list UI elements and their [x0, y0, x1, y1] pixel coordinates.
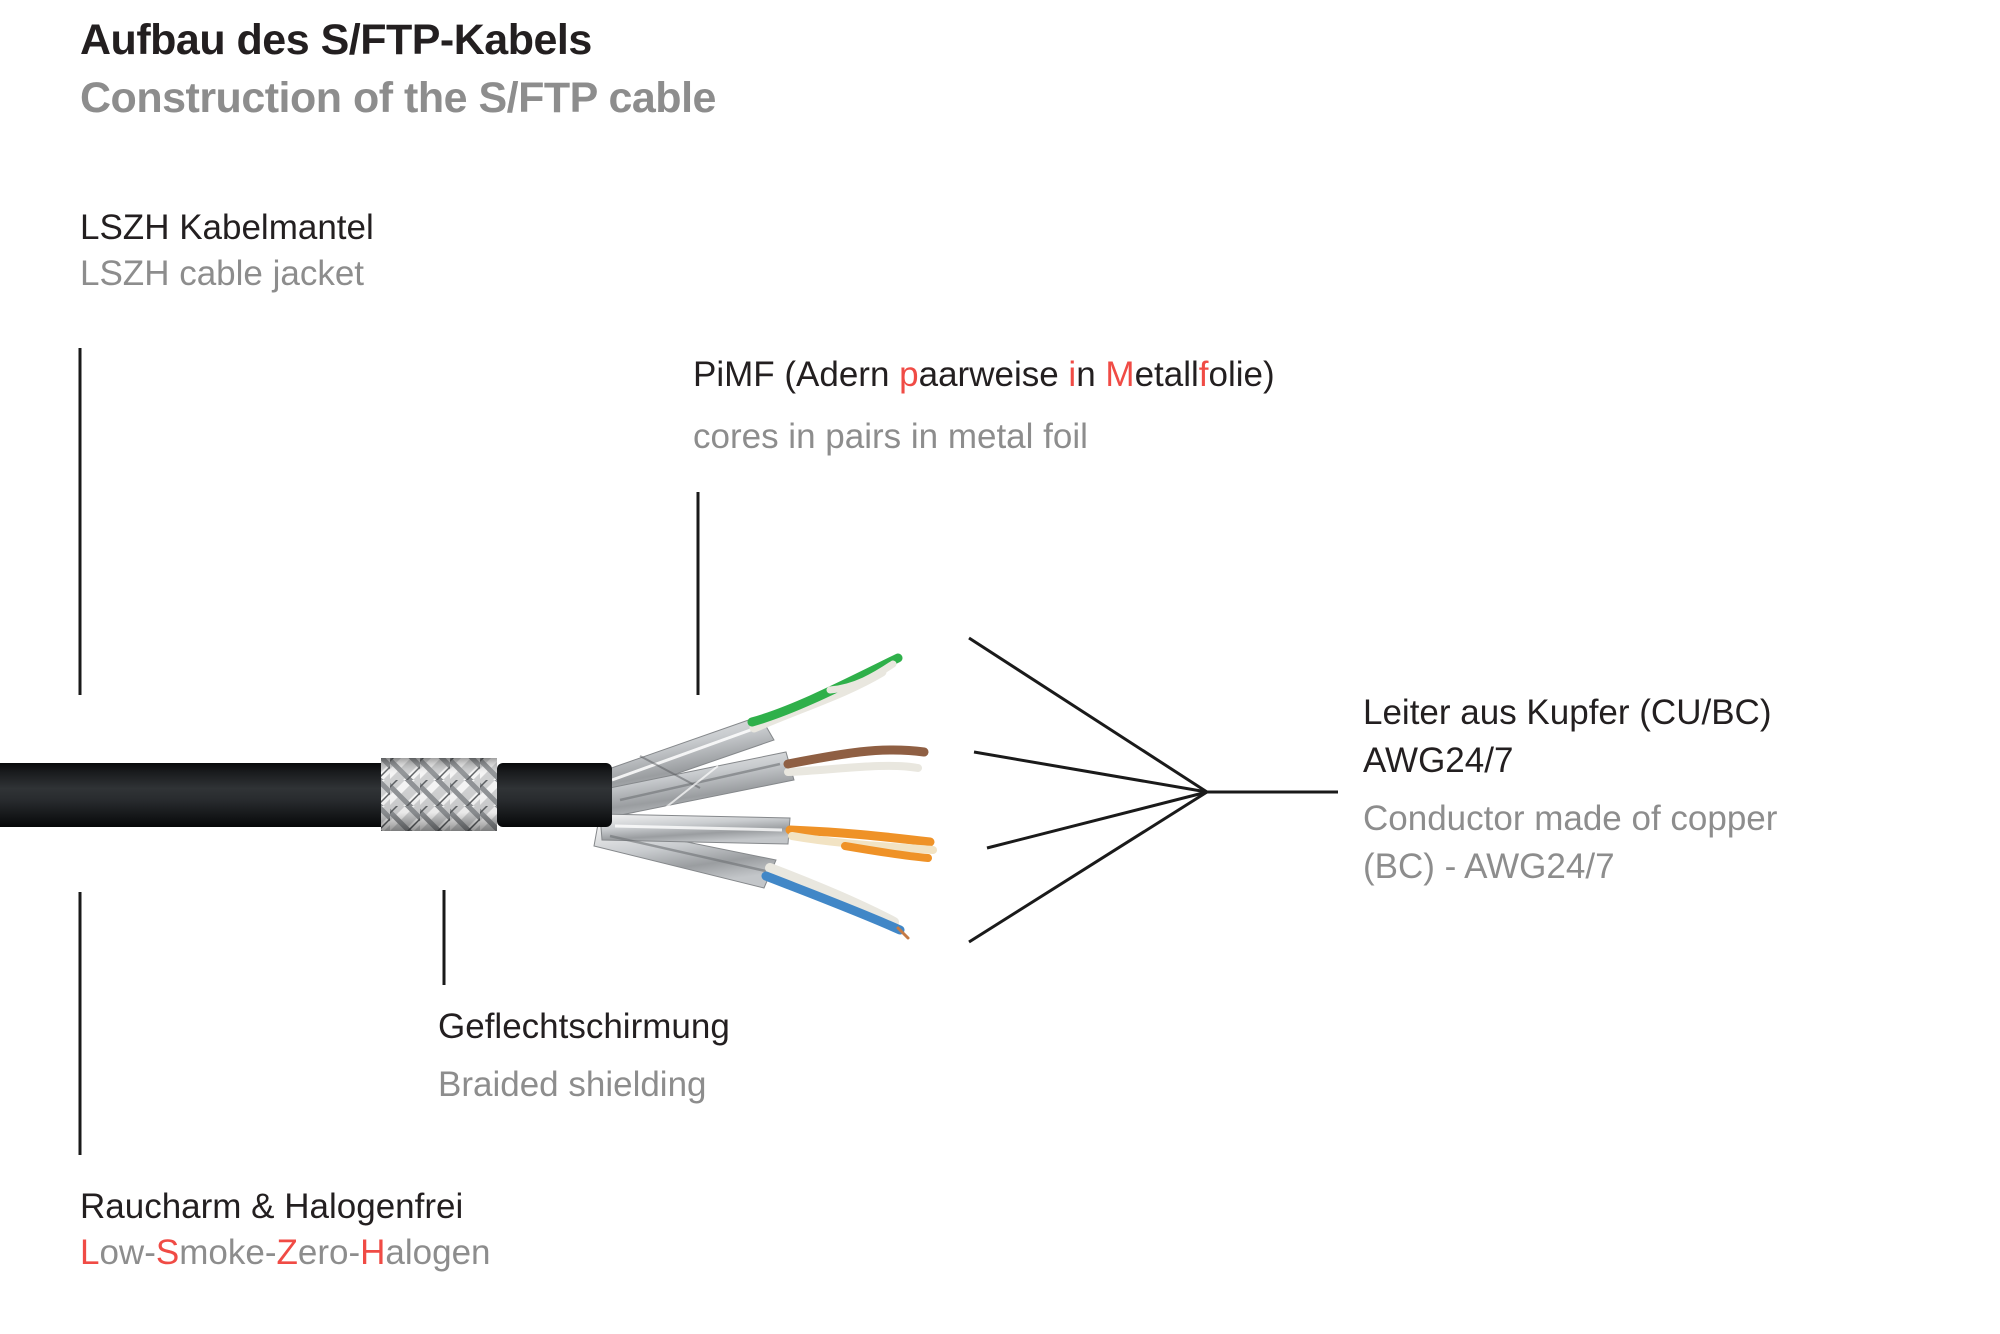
label-conductor-en-line2: (BC) - AWG24/7 [1363, 847, 1615, 886]
label-halogen-de: Raucharm & Halogenfrei [80, 1187, 464, 1226]
wire-pair-brown [783, 745, 929, 776]
label-conductor-de-line1: Leiter aus Kupfer (CU/BC) [1363, 693, 1772, 732]
page-subtitle: Construction of the S/FTP cable [80, 74, 716, 122]
label-jacket-en: LSZH cable jacket [80, 254, 365, 293]
wire-pair-orange [785, 825, 937, 862]
label-pimf-en: cores in pairs in metal foil [693, 417, 1088, 456]
foil-wrapped-pairs [593, 715, 795, 889]
label-halogen-en: Low-Smoke-Zero-Halogen [80, 1233, 491, 1272]
leader-lines-conductor [968, 636, 1338, 944]
label-jacket-de: LSZH Kabelmantel [80, 208, 374, 247]
label-conductor-en-line1: Conductor made of copper [1363, 799, 1778, 838]
cable-jacket [0, 763, 612, 827]
braided-shielding-section [381, 758, 497, 831]
wire-pair-green [747, 653, 903, 733]
label-pimf-de: PiMF (Adern paarweise in Metallfolie) [693, 355, 1275, 394]
wire-pair-blue [761, 863, 910, 940]
page-title: Aufbau des S/FTP-Kabels [80, 16, 592, 64]
label-braid-de: Geflechtschirmung [438, 1007, 730, 1046]
label-braid-en: Braided shielding [438, 1065, 707, 1104]
label-conductor-de-line2: AWG24/7 [1363, 741, 1514, 780]
